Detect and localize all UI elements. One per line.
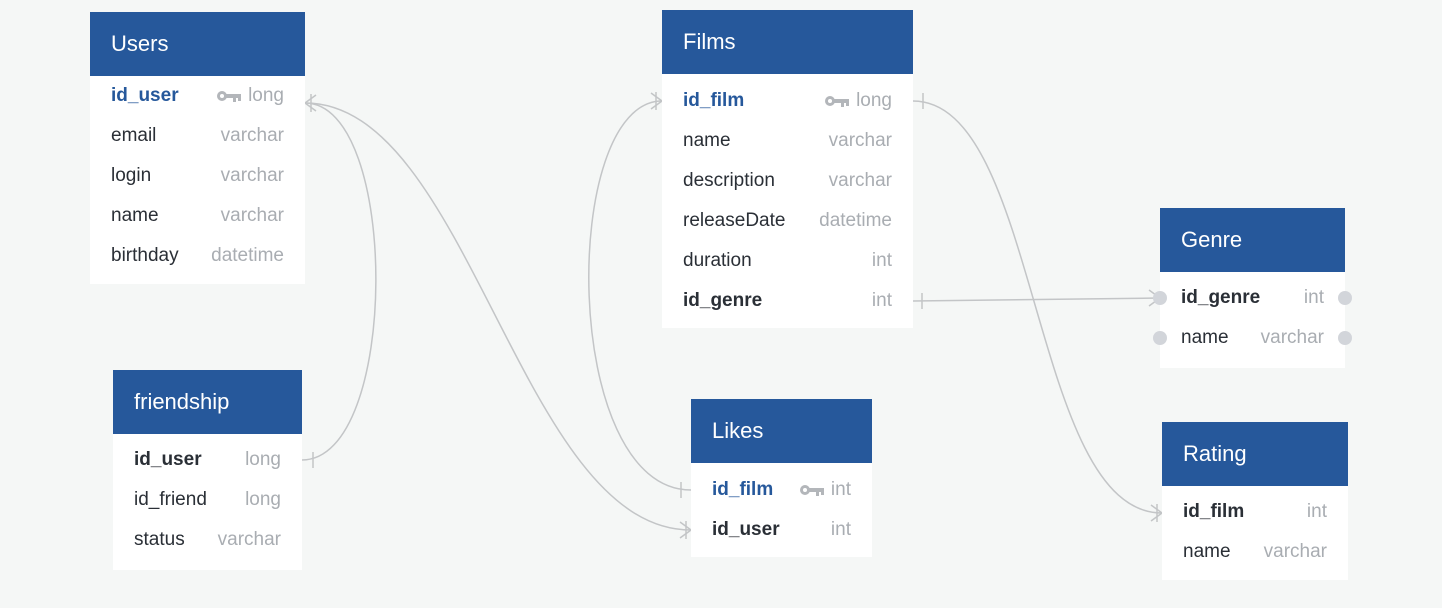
field-name: id_film xyxy=(712,479,774,500)
field-name: id_user xyxy=(111,85,179,106)
connection-handle[interactable] xyxy=(1153,331,1167,345)
field-type: varchar xyxy=(220,205,284,226)
link-users-likes xyxy=(304,102,692,531)
users-table[interactable]: Users id_user long email varchar login v… xyxy=(90,12,305,284)
rating-table-title: Rating xyxy=(1183,441,1247,466)
field-type: long xyxy=(245,489,281,510)
field-name: name xyxy=(1183,541,1231,562)
crowfoot-users xyxy=(304,94,317,112)
field-type: long xyxy=(245,449,281,470)
users-field-birthday[interactable]: birthday datetime xyxy=(90,236,305,276)
link-films-likes xyxy=(588,100,692,491)
field-name: name xyxy=(111,205,159,226)
rating-field-name[interactable]: name varchar xyxy=(1162,532,1348,572)
connection-handle[interactable] xyxy=(1338,331,1352,345)
likes-field-id-film[interactable]: id_film int xyxy=(691,470,872,510)
key-icon xyxy=(824,94,850,108)
key-icon xyxy=(799,483,825,497)
likes-field-id-user[interactable]: id_user int xyxy=(691,510,872,550)
friendship-table[interactable]: friendship id_user long id_friend long s… xyxy=(113,370,302,570)
field-type: varchar xyxy=(828,130,892,151)
field-type: int xyxy=(830,479,851,500)
likes-table[interactable]: Likes id_film int id_user int xyxy=(691,399,872,557)
rating-field-id-film[interactable]: id_film int xyxy=(1162,492,1348,532)
field-name: login xyxy=(111,165,152,186)
field-name: id_user xyxy=(712,519,780,540)
friendship-table-title: friendship xyxy=(134,389,230,414)
films-table-header[interactable]: Films xyxy=(662,10,913,74)
field-type: datetime xyxy=(211,245,284,266)
friendship-field-id-friend[interactable]: id_friend long xyxy=(113,480,302,520)
films-field-description[interactable]: description varchar xyxy=(662,161,913,201)
field-name: releaseDate xyxy=(683,210,786,231)
films-table[interactable]: Films id_film long name varchar descript… xyxy=(662,10,913,328)
genre-field-id-genre[interactable]: id_genre int xyxy=(1160,278,1345,318)
field-type: datetime xyxy=(819,210,892,231)
films-field-duration[interactable]: duration int xyxy=(662,241,913,281)
users-field-login[interactable]: login varchar xyxy=(90,156,305,196)
field-name: name xyxy=(1181,327,1229,348)
friendship-field-status[interactable]: status varchar xyxy=(113,520,302,560)
films-field-release-date[interactable]: releaseDate datetime xyxy=(662,201,913,241)
field-type: long xyxy=(856,90,892,111)
users-table-header[interactable]: Users xyxy=(90,12,305,76)
field-type: varchar xyxy=(1260,327,1324,348)
connection-handle[interactable] xyxy=(1338,291,1352,305)
rating-table-header[interactable]: Rating xyxy=(1162,422,1348,486)
field-name: email xyxy=(111,125,157,146)
field-name: id_film xyxy=(683,90,745,111)
field-type: varchar xyxy=(1263,541,1327,562)
films-table-title: Films xyxy=(683,29,736,54)
field-name: duration xyxy=(683,250,752,271)
crowfoot-rating xyxy=(1150,504,1163,522)
crowfoot-films xyxy=(650,92,663,110)
connection-handle[interactable] xyxy=(1153,291,1167,305)
rating-table[interactable]: Rating id_film int name varchar xyxy=(1162,422,1348,580)
genre-table[interactable]: Genre id_genre int name varchar xyxy=(1160,208,1345,368)
field-name: name xyxy=(683,130,731,151)
field-type: int xyxy=(871,250,892,271)
field-type: int xyxy=(830,519,851,540)
field-name: id_genre xyxy=(683,290,763,311)
genre-table-title: Genre xyxy=(1181,227,1243,252)
link-films-genre xyxy=(912,297,1161,302)
field-name: id_user xyxy=(134,449,202,470)
films-field-id-genre[interactable]: id_genre int xyxy=(662,281,913,321)
field-type: varchar xyxy=(217,529,281,550)
films-field-id-film[interactable]: id_film long xyxy=(662,81,913,121)
field-type: varchar xyxy=(220,165,284,186)
likes-table-header[interactable]: Likes xyxy=(691,399,872,463)
crowfoot-likes-user xyxy=(679,521,692,539)
field-name: birthday xyxy=(111,245,179,266)
users-field-email[interactable]: email varchar xyxy=(90,116,305,156)
field-name: id_film xyxy=(1183,501,1245,522)
field-type: varchar xyxy=(220,125,284,146)
field-type: int xyxy=(1306,501,1327,522)
users-field-name[interactable]: name varchar xyxy=(90,196,305,236)
users-field-id-user[interactable]: id_user long xyxy=(90,76,305,116)
likes-table-title: Likes xyxy=(712,418,764,443)
users-table-title: Users xyxy=(111,31,169,56)
friendship-field-id-user[interactable]: id_user long xyxy=(113,440,302,480)
field-name: id_genre xyxy=(1181,287,1261,308)
field-type: int xyxy=(871,290,892,311)
genre-table-header[interactable]: Genre xyxy=(1160,208,1345,272)
field-name: id_friend xyxy=(134,489,207,510)
films-field-name[interactable]: name varchar xyxy=(662,121,913,161)
field-type: varchar xyxy=(828,170,892,191)
genre-field-name[interactable]: name varchar xyxy=(1160,318,1345,358)
field-type: long xyxy=(248,85,284,106)
field-type: int xyxy=(1303,287,1324,308)
friendship-table-header[interactable]: friendship xyxy=(113,370,302,434)
key-icon xyxy=(216,89,242,103)
link-users-friendship xyxy=(301,102,377,461)
field-name: description xyxy=(683,170,775,191)
link-films-rating xyxy=(912,100,1163,514)
field-name: status xyxy=(134,529,185,550)
